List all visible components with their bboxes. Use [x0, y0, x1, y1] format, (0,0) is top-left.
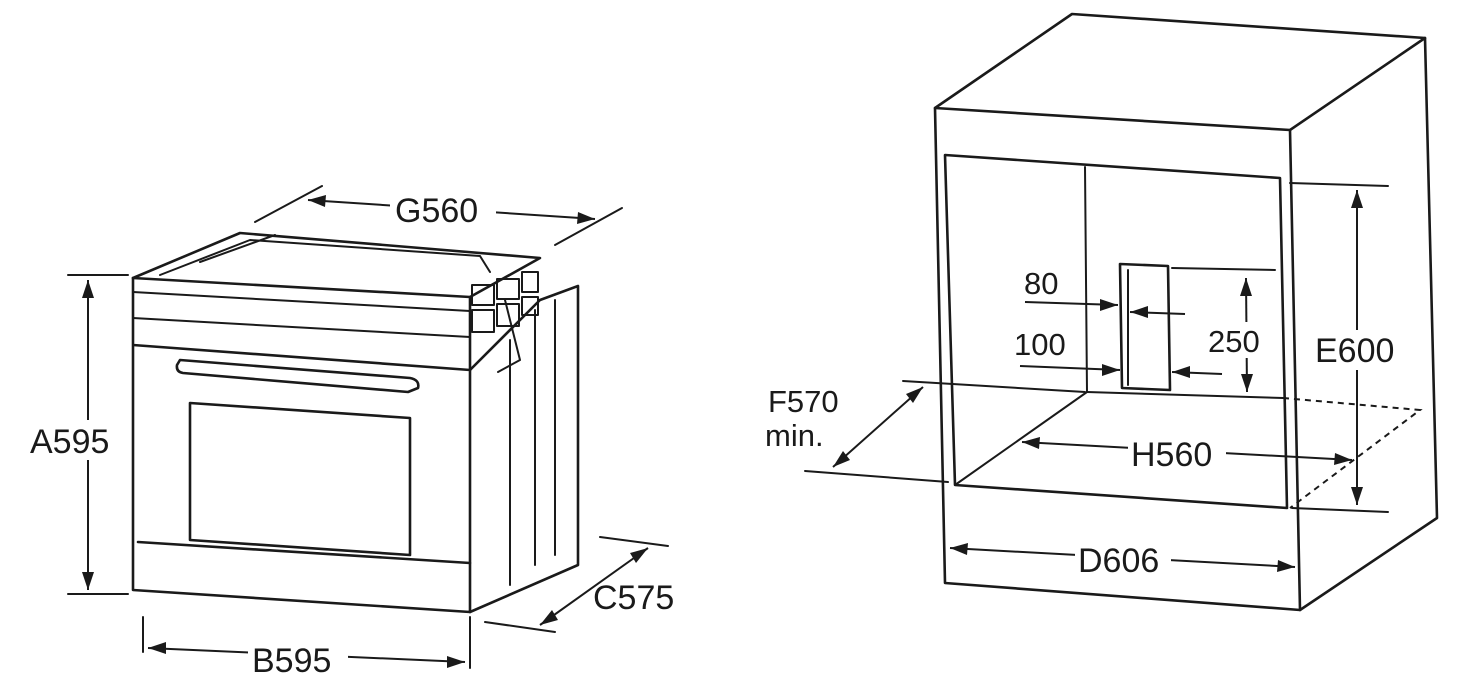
oven-door-window: [188, 401, 412, 557]
cabinet-top-edge: [933, 36, 1427, 132]
vent-grid: [471, 271, 539, 333]
dim-f-line: [832, 386, 924, 468]
cabinet-outline: [933, 12, 1439, 612]
dim-g-label: G560: [395, 192, 478, 230]
dim-h-label: H560: [1131, 436, 1212, 474]
oven-top-edge: [199, 234, 276, 263]
oven-bottom-band: [136, 540, 472, 565]
niche-back-floor: [1086, 391, 1284, 399]
vent-opening: [1118, 262, 1172, 392]
dim-80-label: 80: [1024, 266, 1058, 301]
dim-f-label: F570: [768, 384, 839, 419]
dim-e-label: E600: [1315, 332, 1394, 370]
dim-250-label: 250: [1208, 324, 1260, 359]
oven-top-surface: [131, 231, 542, 299]
side-bracket: [497, 299, 521, 373]
dim-c-ext-top: [599, 536, 669, 547]
dim-g-ext-right: [554, 207, 623, 246]
dim-c-label: C575: [593, 579, 674, 617]
dim-c-ext-bottom: [484, 621, 556, 633]
control-strip-line-2: [132, 317, 471, 338]
dim-a-label: A595: [30, 423, 109, 461]
niche-floor-diagonal: [954, 391, 1088, 486]
dim-e-ext-top: [1289, 182, 1389, 187]
oven-front-frame: [131, 276, 472, 614]
control-strip-line-1: [132, 291, 471, 312]
oven-side-body: [468, 284, 580, 614]
cabinet-front-right-edge: [1288, 128, 1302, 612]
dim-b-label: B595: [252, 642, 331, 680]
dim-100-label: 100: [1014, 327, 1066, 362]
oven-top-plate: [159, 239, 491, 276]
cabinet-drawing: E600 D606 H560 F570 min. 80 100: [765, 12, 1439, 612]
oven-drawing: A595 B595 C575 G560: [30, 185, 674, 682]
dim-c-line: [539, 547, 649, 626]
dim-d-label: D606: [1078, 542, 1159, 580]
niche-back-vertical: [1084, 166, 1088, 393]
oven-door-handle: [175, 358, 420, 394]
dim-f-ext-top: [902, 380, 1086, 393]
dim-e-ext-bottom: [1291, 507, 1389, 513]
dim-f-suffix: min.: [765, 418, 824, 453]
cabinet-niche: [943, 153, 1289, 510]
dim-f-ext-bottom: [804, 470, 949, 483]
niche-floor-dashed: [1282, 397, 1423, 509]
dim-250-ext-top: [1171, 267, 1276, 271]
dim-g-ext-left: [254, 185, 323, 223]
